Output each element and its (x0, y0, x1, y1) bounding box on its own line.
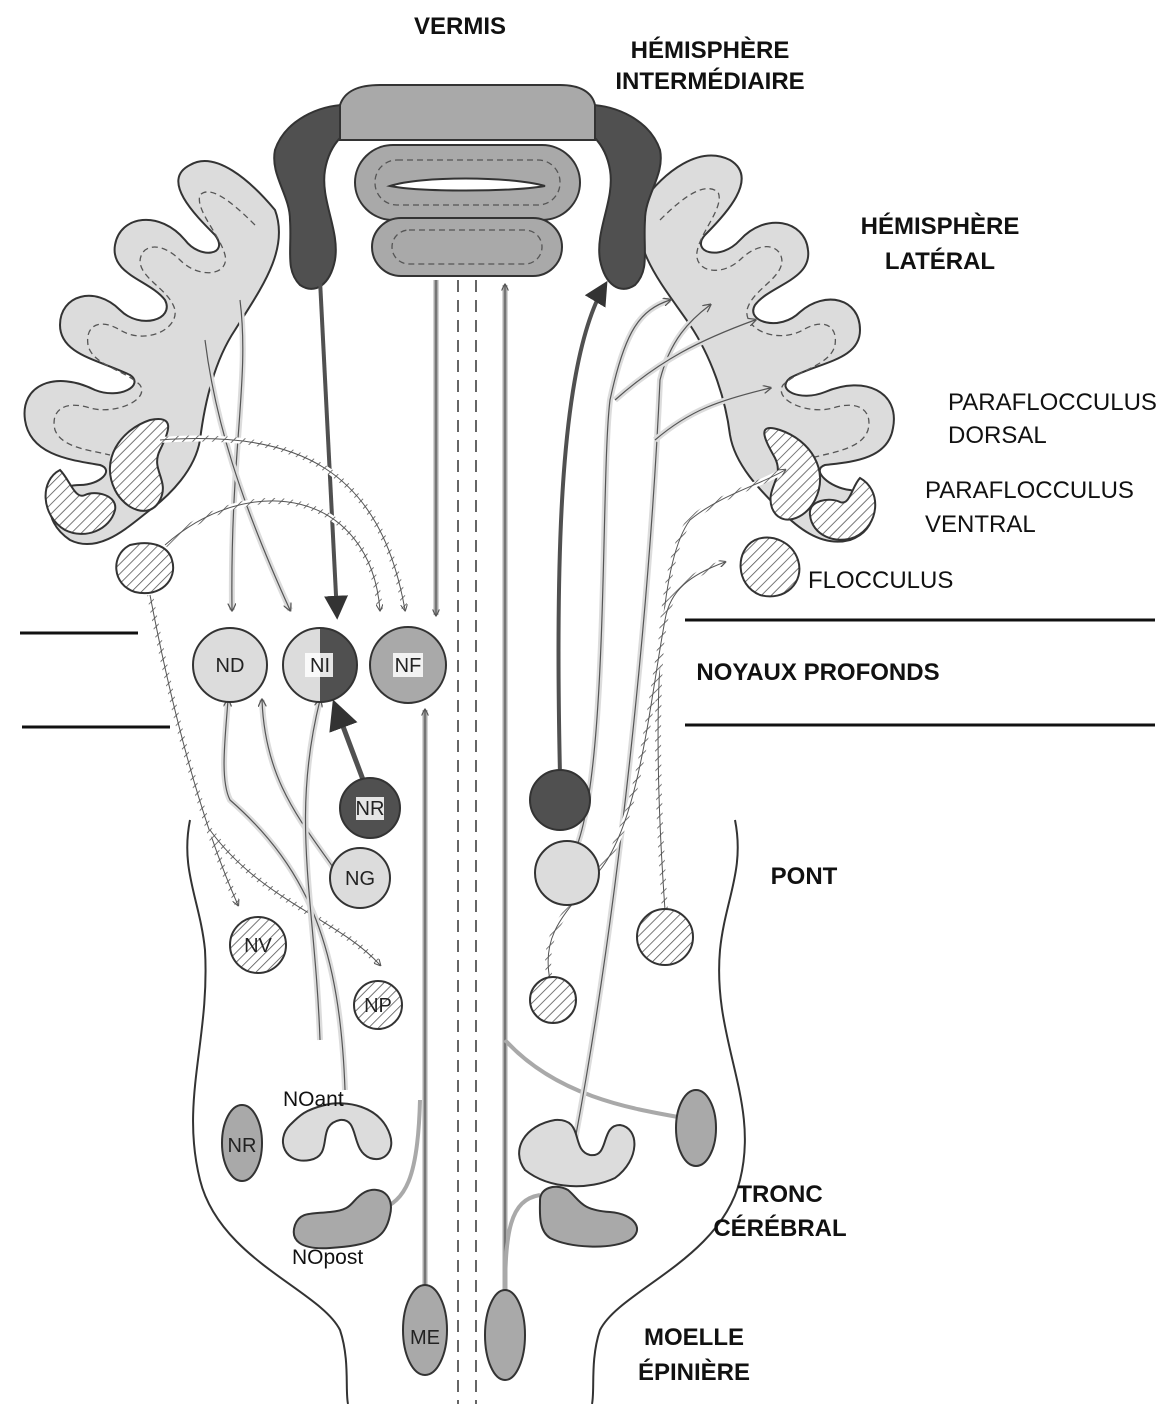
path-nr-to-ni (335, 705, 365, 785)
nucleus-ng-label: NG (345, 868, 375, 890)
label-pons: PONT (771, 863, 838, 890)
vermis-lower-lobe (372, 218, 562, 276)
left-flocculus (116, 543, 173, 593)
label-paraflocculus-dorsal-2: DORSAL (948, 422, 1047, 449)
right-olive-posterior (540, 1187, 637, 1247)
nucleus-nf-label: NF (395, 655, 422, 677)
right-nucleus-hatched-1 (637, 909, 693, 965)
nucleus-nr-stem-label: NR (228, 1135, 257, 1157)
label-flocculus: FLOCCULUS (808, 567, 953, 594)
path-stem-to-vermis (505, 1040, 695, 1120)
label-paraflocculus-ventral-1: PARAFLOCCULUS (925, 477, 1134, 504)
nucleus-ni: NI (283, 628, 357, 702)
nucleus-ni-label: NI (310, 655, 330, 677)
nucleus-nf: NF (370, 627, 446, 703)
label-noant: NOant (283, 1088, 344, 1111)
brainstem-outline-right (592, 820, 745, 1404)
right-nucleus-dark (530, 770, 590, 830)
left-olive-posterior (294, 1190, 391, 1248)
nucleus-ng: NG (330, 848, 390, 908)
nucleus-nr-pons: NR (340, 778, 400, 838)
nucleus-nv: NV (230, 917, 286, 973)
label-spinal-1: MOELLE (644, 1324, 744, 1351)
label-lateral-1: HÉMISPHÈRE (861, 212, 1020, 240)
path-hatched-to-paraflocculus (658, 470, 785, 910)
spinal-right-column (485, 1290, 525, 1380)
nucleus-nd: ND (193, 628, 267, 702)
right-nucleus-hatched-2 (530, 977, 576, 1023)
spinal-me: ME (403, 1285, 447, 1375)
right-stem-nucleus (676, 1090, 716, 1166)
spinal-me-label: ME (410, 1327, 440, 1349)
label-brainstem-2: CÉRÉBRAL (713, 1214, 846, 1242)
vermis-top (340, 85, 595, 140)
right-nucleus-light (535, 841, 599, 905)
path-light-to-lateral (570, 300, 670, 860)
label-intermediate-1: HÉMISPHÈRE (631, 36, 790, 64)
label-paraflocculus-dorsal-1: PARAFLOCCULUS (948, 389, 1157, 416)
label-paraflocculus-ventral-2: VENTRAL (925, 511, 1036, 538)
nucleus-np: NP (354, 981, 402, 1029)
nucleus-nv-label: NV (244, 935, 272, 957)
label-deep-nuclei: NOYAUX PROFONDS (696, 659, 939, 686)
left-olive-anterior (283, 1103, 391, 1160)
nucleus-np-label: NP (364, 995, 392, 1017)
path-lateral2-to-ni (205, 340, 290, 610)
path-flocculus-to-nf (165, 501, 380, 610)
label-vermis: VERMIS (414, 13, 506, 40)
path-interm-to-ni (320, 280, 337, 615)
path-hatched-to-flocculus (548, 562, 725, 980)
label-nopost: NOpost (292, 1246, 363, 1269)
right-flocculus (741, 538, 800, 597)
nucleus-nd-label: ND (216, 655, 245, 677)
nucleus-nr-pons-label: NR (356, 798, 385, 820)
label-brainstem-1: TRONC (737, 1181, 822, 1208)
label-spinal-2: ÉPINIÈRE (638, 1358, 750, 1386)
nucleus-nr-stem: NR (222, 1105, 262, 1181)
label-intermediate-2: INTERMÉDIAIRE (615, 67, 804, 95)
label-lateral-2: LATÉRAL (885, 247, 995, 275)
path-spinal-r-to-stem (505, 1195, 540, 1300)
